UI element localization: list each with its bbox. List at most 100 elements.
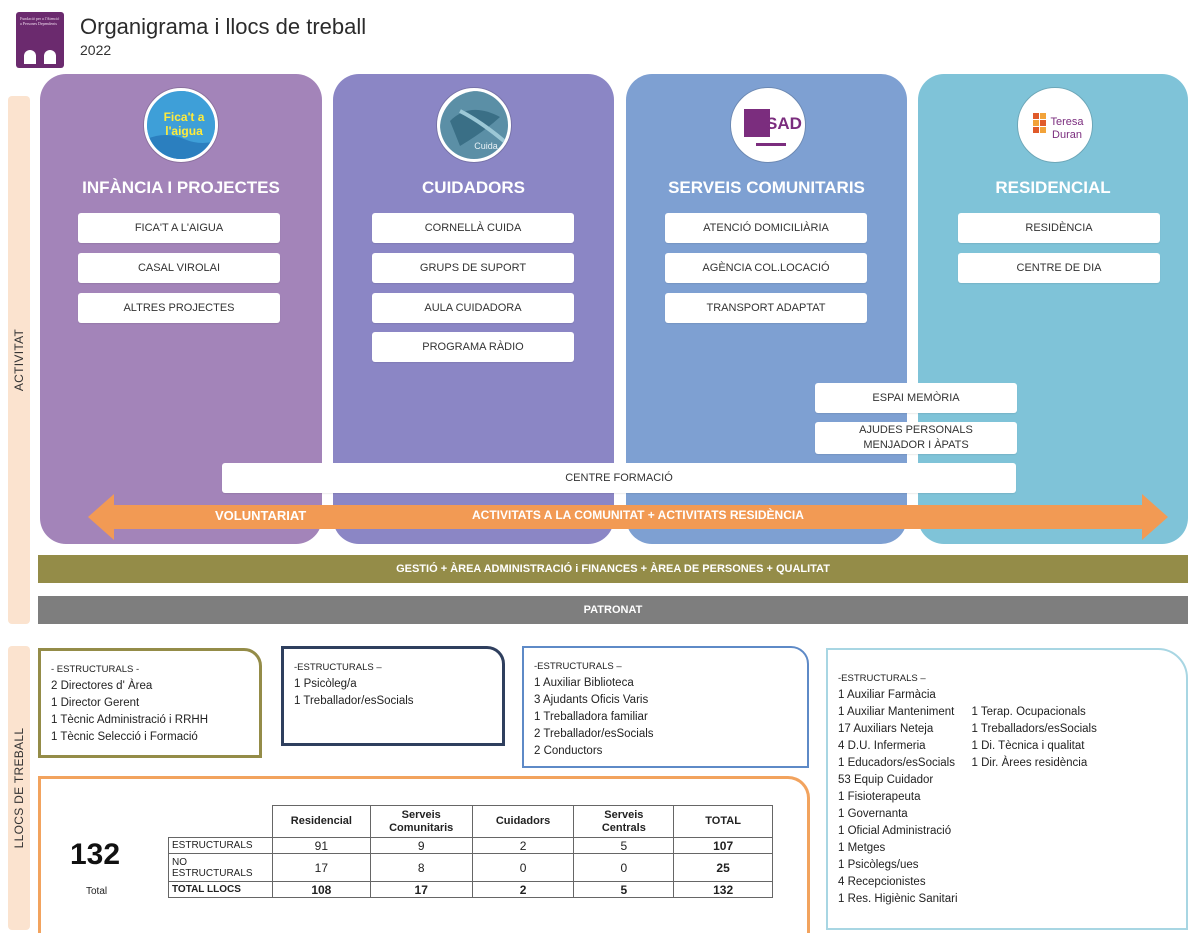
sad-logo-icon: SAD xyxy=(731,88,805,162)
staff-line: 1 Auxiliar Biblioteca xyxy=(534,677,634,689)
column-title-cuidadors: CUIDADORS xyxy=(422,178,525,197)
staff-line: 1 Educadors/esSocials xyxy=(838,757,955,769)
staff-line: 1 Fisioterapeuta xyxy=(838,791,921,803)
logo-text: Fundació per a l'Atenció a Persones Depe… xyxy=(20,16,60,26)
staff-line: 1 Oficial Administració xyxy=(838,825,952,837)
item-aula-cuidadora[interactable]: AULA CUIDADORA xyxy=(372,293,574,323)
staff-box-header: -ESTRUCTURALS – xyxy=(838,673,926,684)
activitat-label: ACTIVITAT xyxy=(12,328,26,392)
table-row: ESTRUCTURALS 91 9 2 5 107 xyxy=(168,837,773,854)
activitats-arrow xyxy=(88,494,1168,540)
staff-box-serveis: -ESTRUCTURALS – 1 Auxiliar Biblioteca 3 … xyxy=(522,646,809,768)
table-header-cell: Residencial xyxy=(271,805,371,838)
item-centre-dia[interactable]: CENTRE DE DIA xyxy=(958,253,1160,283)
table-row-label: ESTRUCTURALS xyxy=(168,837,273,854)
table-cell: 17 xyxy=(271,853,371,882)
column-title-residencial: RESIDENCIAL xyxy=(995,178,1111,197)
arrow-voluntariat: VOLUNTARIAT xyxy=(215,508,307,523)
staff-line: 1 Tècnic Selecció i Formació xyxy=(51,731,198,743)
item-residencia[interactable]: RESIDÈNCIA xyxy=(958,213,1160,243)
staff-line: 53 Equip Cuidador xyxy=(838,774,934,786)
staff-box-centrals: - ESTRUCTURALS - 2 Directores d' Àrea 1 … xyxy=(38,648,262,758)
page-year: 2022 xyxy=(80,42,112,58)
table-cell: 0 xyxy=(471,853,575,882)
svg-text:l'aigua: l'aigua xyxy=(165,124,203,138)
table-cell: 2 xyxy=(471,837,575,854)
table-row-label: NO ESTRUCTURALS xyxy=(168,853,273,882)
staff-line: 1 Treballador/esSocials xyxy=(294,695,414,707)
svg-text:Cuida: Cuida xyxy=(474,141,498,151)
ajudes-line-1: AJUDES PERSONALS xyxy=(859,424,973,436)
staff-line: 1 Governanta xyxy=(838,808,908,820)
table-cell: 9 xyxy=(369,837,473,854)
item-transport-adaptat[interactable]: TRANSPORT ADAPTAT xyxy=(665,293,867,323)
cornella-cuida-logo-icon: Cuida xyxy=(437,88,511,162)
table-cell: 91 xyxy=(271,837,371,854)
svg-text:Teresa: Teresa xyxy=(1050,116,1084,128)
table-cell: 108 xyxy=(271,881,371,898)
item-agencia-collocacio[interactable]: AGÈNCIA COL.LOCACIÓ xyxy=(665,253,867,283)
column-title-serveis: SERVEIS COMUNITARIS xyxy=(668,178,865,197)
staff-box-header: - ESTRUCTURALS - xyxy=(51,664,140,675)
staff-line: 1 Psicòleg/a xyxy=(294,678,357,690)
item-centre-formacio[interactable]: CENTRE FORMACIÓ xyxy=(222,463,1016,493)
table-cell: 5 xyxy=(573,837,675,854)
table-row-label: TOTAL LLOCS xyxy=(168,881,273,898)
staff-line: 4 Recepcionistes xyxy=(838,876,926,888)
staff-line: 3 Ajudants Oficis Varis xyxy=(534,694,649,706)
staff-box-residencial: -ESTRUCTURALS – 1 Auxiliar Farmàcia 1 Au… xyxy=(826,648,1188,930)
table-cell: 25 xyxy=(673,853,773,882)
item-espai-memoria[interactable]: ESPAI MEMÒRIA xyxy=(815,383,1017,413)
item-grups-suport[interactable]: GRUPS DE SUPORT xyxy=(372,253,574,283)
ajudes-line-2: MENJADOR I ÀPATS xyxy=(863,439,969,451)
residencial-list-right: 1 Terap. Ocupacionals 1 Treballadors/esS… xyxy=(972,687,1097,908)
staff-line: 1 Director Gerent xyxy=(51,697,140,709)
table-cell: 132 xyxy=(673,881,773,898)
item-ajudes-personals[interactable]: AJUDES PERSONALS MENJADOR I ÀPATS xyxy=(815,422,1017,454)
staff-line: 2 Treballador/esSocials xyxy=(534,728,654,740)
item-altres-projectes[interactable]: ALTRES PROJECTES xyxy=(78,293,280,323)
table-row: TOTAL LLOCS 108 17 2 5 132 xyxy=(168,881,773,898)
person-figure-icon xyxy=(24,50,36,64)
item-casal-virolai[interactable]: CASAL VIROLAI xyxy=(78,253,280,283)
column-title-infancia: INFÀNCIA I PROJECTES xyxy=(82,178,280,197)
table-cell: 0 xyxy=(573,853,675,882)
page-title: Organigrama i llocs de treball xyxy=(80,14,367,39)
item-programa-radio[interactable]: PROGRAMA RÀDIO xyxy=(372,332,574,362)
staff-box-header: -ESTRUCTURALS – xyxy=(294,662,382,673)
svg-text:Duran: Duran xyxy=(1052,129,1082,141)
gestio-bar: GESTIÓ + ÀREA ADMINISTRACIÓ i FINANCES +… xyxy=(38,555,1188,583)
arrow-activitats: ACTIVITATS A LA COMUNITAT + ACTIVITATS R… xyxy=(472,508,804,522)
staff-line: 1 Psicòlegs/ues xyxy=(838,859,919,871)
staff-line: 1 Terap. Ocupacionals xyxy=(971,706,1086,718)
table-row: NO ESTRUCTURALS 17 8 0 0 25 xyxy=(168,853,773,882)
table-cell: 8 xyxy=(369,853,473,882)
llocs-side-bar: LLOCS DE TREBALL xyxy=(8,646,30,930)
table-cell: 5 xyxy=(573,881,675,898)
svg-text:Fica't a: Fica't a xyxy=(164,110,205,124)
item-fica-aigua[interactable]: FICA'T A L'AIGUA xyxy=(78,213,280,243)
table-cell: 107 xyxy=(673,837,773,854)
llocs-label: LLOCS DE TREBALL xyxy=(12,727,26,849)
total-label: Total xyxy=(86,886,108,897)
staff-line: 4 D.U. Infermeria xyxy=(838,740,926,752)
staff-line: 1 Metges xyxy=(838,842,886,854)
activitat-side-bar: ACTIVITAT xyxy=(8,96,30,624)
staff-line: 17 Auxiliars Neteja xyxy=(838,723,934,735)
staff-box-cuidadors: -ESTRUCTURALS – 1 Psicòleg/a 1 Treballad… xyxy=(281,646,505,746)
staff-box-header: -ESTRUCTURALS – xyxy=(534,661,622,672)
table-cell: 17 xyxy=(369,881,473,898)
patronat-bar: PATRONAT xyxy=(38,596,1188,624)
staff-line: 1 Treballadora familiar xyxy=(534,711,648,723)
staff-line: 1 Tècnic Administració i RRHH xyxy=(51,714,209,726)
item-cornella-cuida[interactable]: CORNELLÀ CUIDA xyxy=(372,213,574,243)
staff-line: 1 Res. Higiènic Sanitari xyxy=(838,893,958,905)
item-atencio-domiciliaria[interactable]: ATENCIÓ DOMICILIÀRIA xyxy=(665,213,867,243)
staff-line: 1 Auxiliar Farmàcia xyxy=(838,689,936,701)
staff-line: 2 Conductors xyxy=(534,745,603,757)
staff-line: 1 Auxiliar Manteniment xyxy=(838,706,955,718)
